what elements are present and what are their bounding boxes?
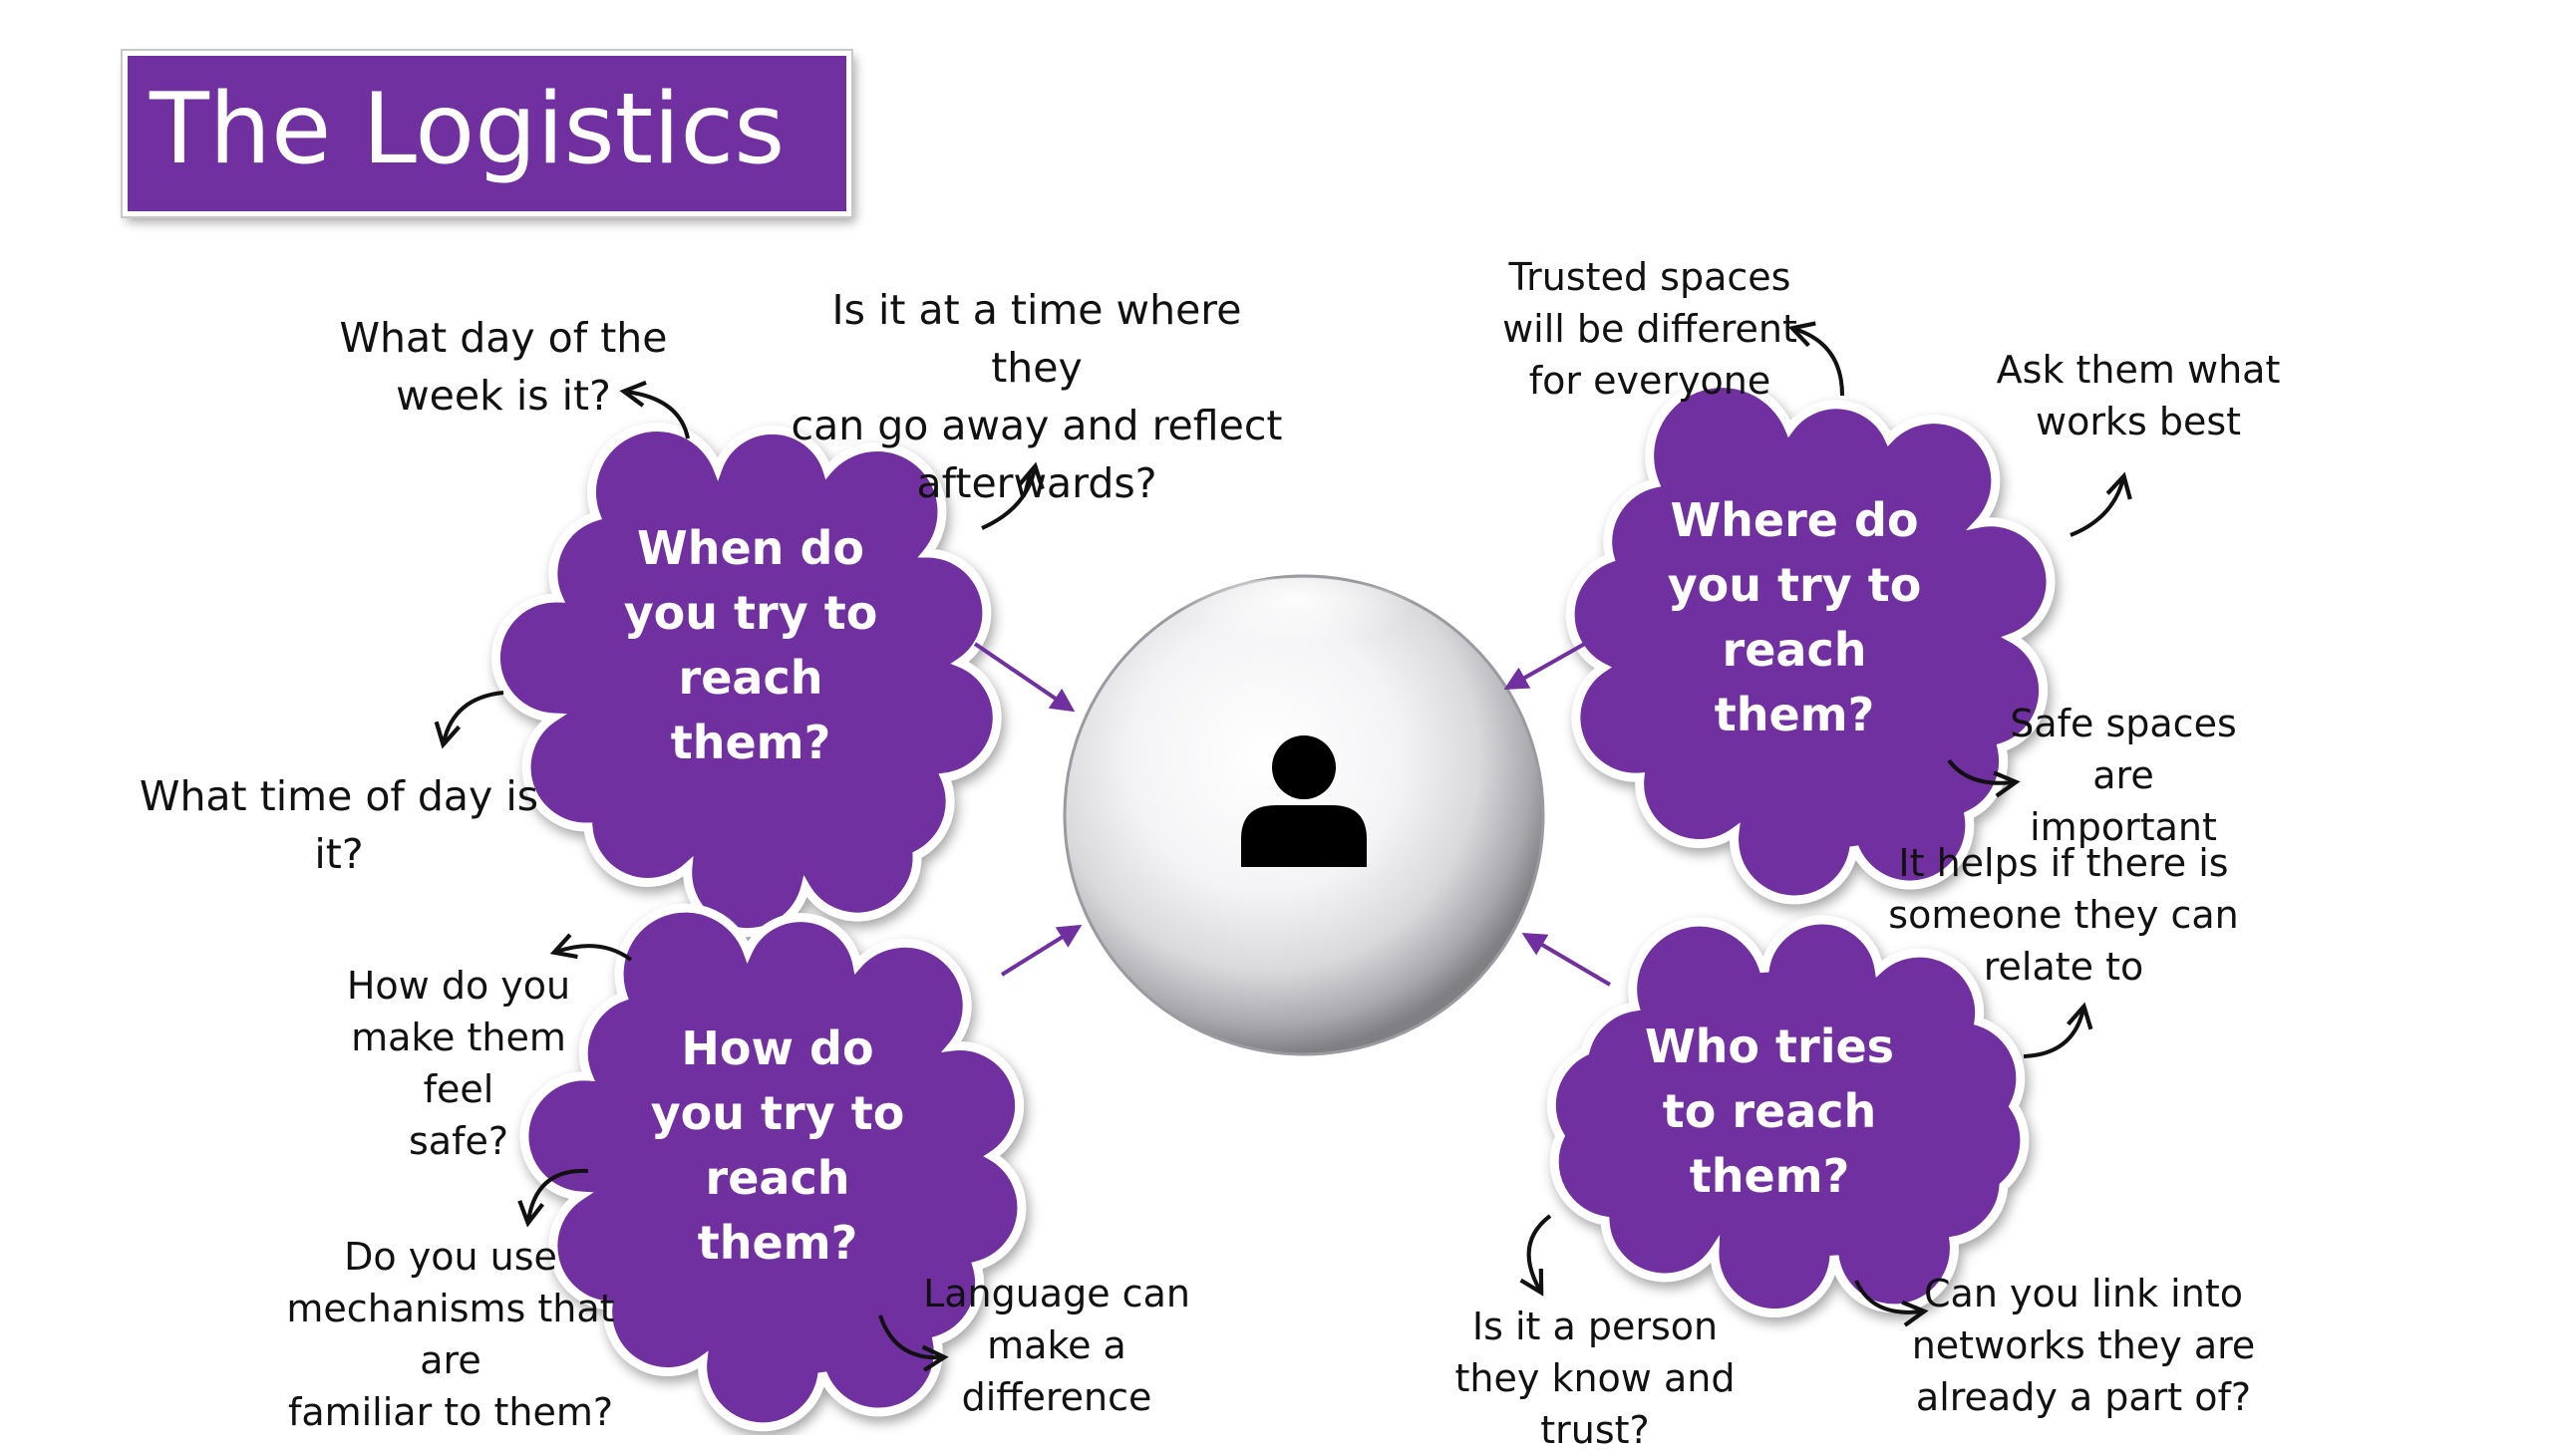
arrow-to-ask-them xyxy=(2070,471,2132,537)
cloud-label-when: When do you try to reach them? xyxy=(623,521,878,769)
cloud-label-where: Where do you try to reach them? xyxy=(1667,493,1922,741)
note-reflect: Is it at a time where they can go away a… xyxy=(791,286,1283,507)
cloud-label-how: How do you try to reach them? xyxy=(650,1021,905,1270)
cloud-where xyxy=(1565,379,2056,905)
arrow-to-safe-spaces xyxy=(1947,758,2021,798)
note-time-of-day: What time of day is it? xyxy=(139,772,539,878)
arrow-who-to-center xyxy=(1521,932,1612,987)
arrow-to-language xyxy=(878,1314,949,1372)
note-day-of-week: What day of the week is it? xyxy=(339,314,668,420)
arrow-to-mechanisms xyxy=(517,1168,589,1228)
arrow-to-person-trust xyxy=(1519,1214,1552,1297)
note-safe-spaces: Safe spaces are important xyxy=(2010,702,2237,849)
arrow-to-trusted-spaces xyxy=(1787,321,1844,397)
arrow-where-to-center xyxy=(1503,639,1591,690)
arrow-to-relate xyxy=(2023,1002,2093,1058)
note-feel-safe: How do you make them feel safe? xyxy=(346,964,571,1163)
cloud-label-who: Who tries to reach them? xyxy=(1644,1019,1895,1203)
title-box: The Logistics xyxy=(123,51,851,216)
arrow-to-day-of-week xyxy=(619,380,690,439)
note-relate: It helps if there is someone they can re… xyxy=(1888,841,2239,989)
note-language: Language can make a difference xyxy=(923,1272,1190,1419)
arrow-to-feel-safe xyxy=(549,933,633,962)
arrow-to-reflect xyxy=(981,461,1045,530)
cloud-when xyxy=(491,422,1002,938)
note-trusted-spaces: Trusted spaces will be different for eve… xyxy=(1502,255,1797,403)
arrow-to-time-of-day xyxy=(434,691,504,749)
cloud-how xyxy=(519,903,1027,1432)
cloud-who xyxy=(1546,915,2030,1317)
arrow-when-to-center xyxy=(973,642,1076,713)
note-mechanisms: Do you use mechanisms that are familiar … xyxy=(286,1235,615,1434)
person-icon xyxy=(1241,735,1367,867)
arrow-how-to-center xyxy=(1000,924,1083,977)
note-networks: Can you link into networks they are alre… xyxy=(1911,1272,2256,1419)
arrow-to-networks xyxy=(1854,1280,1929,1327)
page-title: The Logistics xyxy=(150,73,786,186)
note-ask-them: Ask them what works best xyxy=(1996,348,2281,443)
note-person-trust: Is it a person they know and trust? xyxy=(1454,1305,1736,1452)
